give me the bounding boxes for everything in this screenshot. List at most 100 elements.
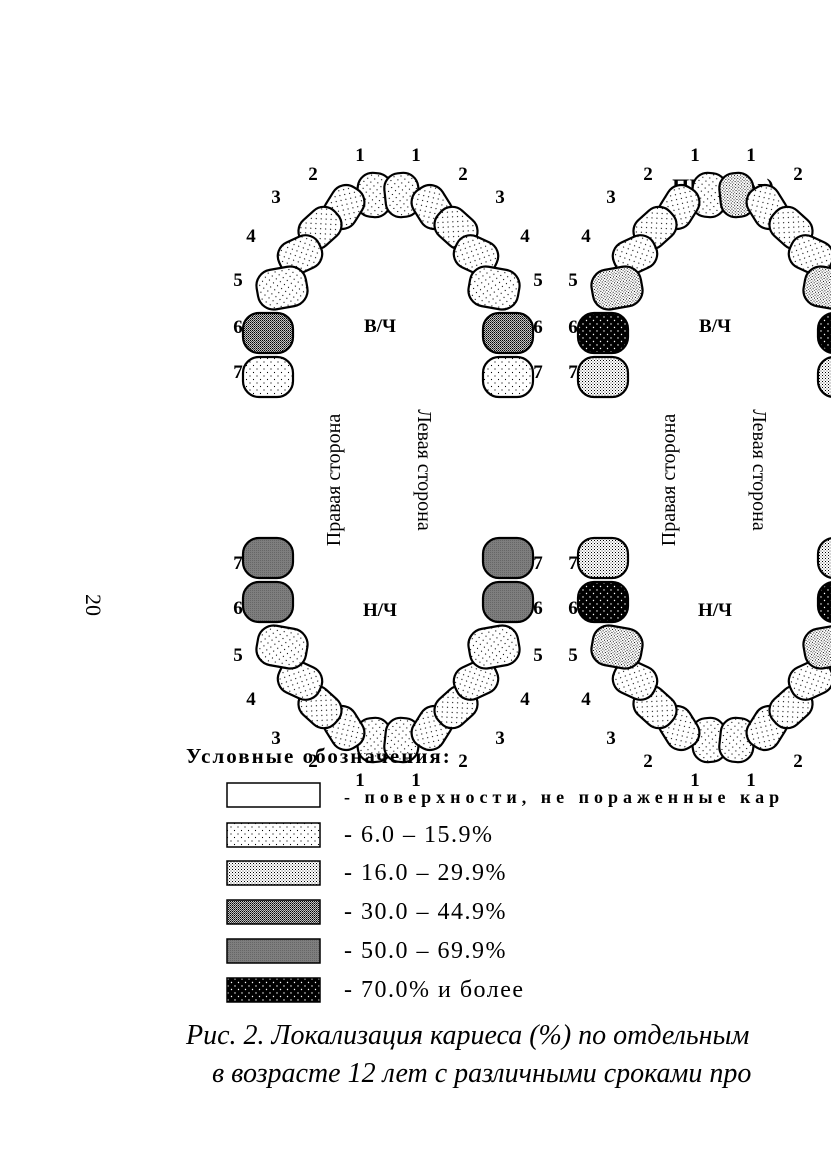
legend-item: - поверхности, не пораженные кар (226, 782, 831, 810)
legend-item: - 16.0 – 29.9% (226, 860, 831, 888)
tooth-number: 5 (233, 270, 243, 291)
tooth (576, 311, 630, 355)
tooth-number: 1 (746, 770, 756, 791)
legend-title: Условные обозначения: (186, 744, 452, 768)
tooth-number: 2 (643, 164, 653, 185)
tooth (481, 580, 535, 624)
figure-caption-line-1: Рис. 2. Локализация кариеса (%) по отдел… (186, 1020, 750, 1051)
tooth (816, 581, 831, 623)
tooth-number: 2 (308, 164, 318, 185)
legend-label: - 30.0 – 44.9% (344, 899, 507, 925)
legend-label: - 6.0 – 15.9% (344, 822, 494, 848)
tooth-number: 4 (520, 226, 530, 247)
tooth-number: 4 (246, 226, 256, 247)
legend-swatch (226, 938, 321, 964)
tooth (611, 659, 659, 701)
tooth-number: 2 (308, 751, 318, 772)
tooth (452, 659, 500, 701)
tooth-number: 6 (533, 598, 543, 619)
tooth-number: 3 (606, 187, 616, 208)
dental-diagram: КН1111222233334444555566667777В/ЧН/ЧПрав… (233, 145, 543, 791)
tooth-number: 7 (533, 553, 543, 574)
tooth (467, 265, 521, 311)
legend-item: - 50.0 – 69.9% (226, 938, 831, 966)
legend-swatch (226, 782, 321, 808)
tooth-number: 6 (568, 598, 578, 619)
legend-label: - 16.0 – 29.9% (344, 860, 507, 886)
tooth-number: 7 (233, 362, 243, 383)
tooth (576, 580, 630, 624)
tooth-number: 3 (495, 187, 505, 208)
tooth (276, 659, 324, 701)
legend-swatch (226, 860, 321, 886)
tooth (802, 265, 831, 311)
legend-label: - 50.0 – 69.9% (344, 938, 507, 964)
legend-swatch (226, 977, 321, 1003)
tooth (590, 624, 644, 670)
tooth (481, 311, 535, 355)
left-side-label: Левая сторона (413, 409, 435, 531)
figure-caption-line-2: в возрасте 12 лет с различными сроками п… (212, 1058, 752, 1089)
tooth-number: 3 (495, 728, 505, 749)
tooth-number: 3 (271, 187, 281, 208)
tooth (576, 355, 630, 399)
tooth-number: 7 (233, 553, 243, 574)
tooth-number: 1 (746, 145, 756, 166)
tooth-number: 1 (355, 770, 365, 791)
legend-item: - 30.0 – 44.9% (226, 899, 831, 927)
tooth (255, 265, 309, 311)
tooth (467, 624, 521, 670)
tooth-number: 6 (233, 598, 243, 619)
tooth-number: 1 (411, 145, 421, 166)
tooth (276, 234, 324, 276)
tooth (241, 311, 295, 355)
tooth-number: 7 (568, 553, 578, 574)
tooth (481, 536, 535, 580)
tooth-number: 5 (533, 645, 543, 666)
lower-jaw-label: Н/Ч (698, 600, 732, 621)
legend-swatch (226, 899, 321, 925)
lower-jaw-label: Н/Ч (363, 600, 397, 621)
left-side-label: Левая сторона (748, 409, 770, 531)
tooth (816, 537, 831, 579)
tooth (576, 536, 630, 580)
tooth (241, 536, 295, 580)
tooth-number: 2 (793, 164, 803, 185)
tooth-number: 7 (568, 362, 578, 383)
tooth-number: 1 (355, 145, 365, 166)
tooth-number: 2 (458, 751, 468, 772)
tooth-number: 4 (246, 689, 256, 710)
tooth-number: 1 (411, 770, 421, 791)
legend-item: - 70.0% и более (226, 977, 831, 1005)
upper-jaw-label: В/Ч (699, 316, 731, 337)
tooth-number: 3 (271, 728, 281, 749)
right-side-label: Правая сторона (323, 414, 345, 547)
tooth (255, 624, 309, 670)
page-number: 20 (81, 594, 106, 616)
tooth-number: 2 (458, 164, 468, 185)
tooth (241, 355, 295, 399)
dental-diagram: ПН (1 год)1111222233334444555566667777В/… (568, 145, 831, 791)
tooth-number: 1 (690, 145, 700, 166)
tooth-number: 2 (793, 751, 803, 772)
tooth-number: 5 (568, 270, 578, 291)
legend-label: - 70.0% и более (344, 977, 525, 1003)
legend-label: - поверхности, не пораженные кар (344, 787, 785, 807)
tooth-number: 6 (233, 317, 243, 338)
tooth-number: 5 (233, 645, 243, 666)
tooth (452, 234, 500, 276)
tooth (481, 355, 535, 399)
tooth (241, 580, 295, 624)
tooth-number: 4 (581, 689, 591, 710)
tooth-number: 4 (581, 226, 591, 247)
tooth (590, 265, 644, 311)
tooth-number: 4 (520, 689, 530, 710)
right-side-label: Правая сторона (658, 414, 680, 547)
tooth-number: 7 (533, 362, 543, 383)
tooth-number: 5 (568, 645, 578, 666)
tooth-number: 3 (606, 728, 616, 749)
tooth (816, 312, 831, 354)
tooth-number: 2 (643, 751, 653, 772)
legend-swatch (226, 822, 321, 848)
tooth (816, 356, 831, 398)
